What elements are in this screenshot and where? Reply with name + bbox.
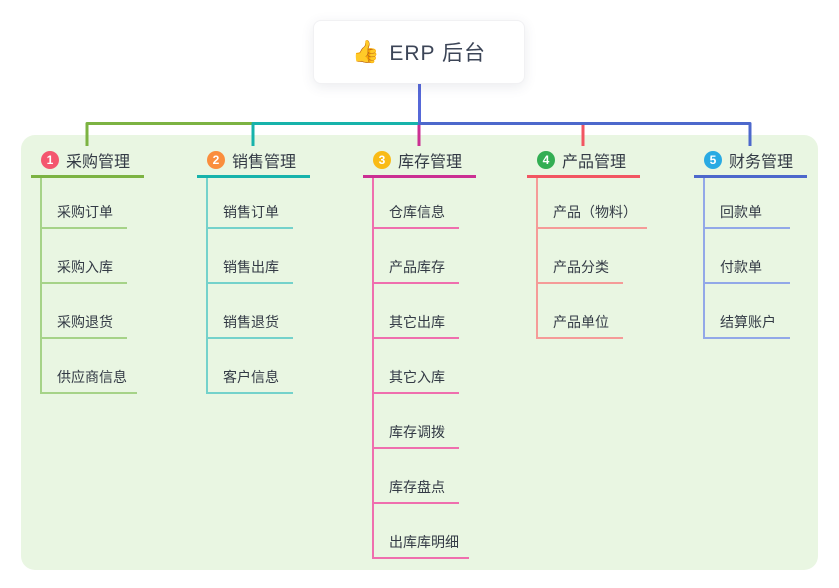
child-node[interactable]: 客户信息 bbox=[206, 367, 293, 394]
child-node[interactable]: 销售退货 bbox=[206, 312, 293, 339]
branch-node-3[interactable]: 3 库存管理 bbox=[363, 144, 476, 178]
child-node[interactable]: 产品单位 bbox=[536, 312, 623, 339]
branch-label: 产品管理 bbox=[562, 153, 627, 171]
branch-label: 库存管理 bbox=[398, 153, 463, 171]
root-node[interactable]: 👍 ERP 后台 bbox=[313, 20, 525, 84]
branch-label: 销售管理 bbox=[232, 153, 297, 171]
branch-child-connector bbox=[536, 178, 538, 339]
branch-number-badge: 4 bbox=[537, 150, 555, 169]
child-node[interactable]: 库存调拨 bbox=[372, 422, 459, 449]
branch-child-connector bbox=[206, 178, 208, 394]
child-node[interactable]: 回款单 bbox=[703, 202, 790, 229]
branch-node-1[interactable]: 1 采购管理 bbox=[31, 144, 144, 178]
branch-number-badge: 2 bbox=[207, 150, 225, 169]
child-node[interactable]: 销售订单 bbox=[206, 202, 293, 229]
branch-node-4[interactable]: 4 产品管理 bbox=[527, 144, 640, 178]
branch-node-2[interactable]: 2 销售管理 bbox=[197, 144, 310, 178]
child-node[interactable]: 采购退货 bbox=[40, 312, 127, 339]
branch-label: 财务管理 bbox=[729, 153, 794, 171]
child-node[interactable]: 供应商信息 bbox=[40, 367, 137, 394]
child-node[interactable]: 产品库存 bbox=[372, 257, 459, 284]
child-node[interactable]: 结算账户 bbox=[703, 312, 790, 339]
child-node[interactable]: 其它入库 bbox=[372, 367, 459, 394]
child-node[interactable]: 库存盘点 bbox=[372, 477, 459, 504]
child-node[interactable]: 采购订单 bbox=[40, 202, 127, 229]
branch-node-5[interactable]: 5 财务管理 bbox=[694, 144, 807, 178]
child-node[interactable]: 产品（物料） bbox=[536, 202, 647, 229]
branch-number-badge: 3 bbox=[373, 150, 391, 169]
branch-label: 采购管理 bbox=[66, 153, 131, 171]
branch-child-connector bbox=[40, 178, 42, 394]
child-node[interactable]: 仓库信息 bbox=[372, 202, 459, 229]
child-node[interactable]: 付款单 bbox=[703, 257, 790, 284]
mindmap-panel bbox=[21, 135, 818, 570]
child-node[interactable]: 出库库明细 bbox=[372, 532, 469, 559]
child-node[interactable]: 其它出库 bbox=[372, 312, 459, 339]
root-node-label: ERP 后台 bbox=[389, 42, 487, 65]
branch-number-badge: 5 bbox=[704, 150, 722, 169]
child-node[interactable]: 销售出库 bbox=[206, 257, 293, 284]
branch-number-badge: 1 bbox=[41, 150, 59, 169]
branch-child-connector bbox=[703, 178, 705, 339]
child-node[interactable]: 产品分类 bbox=[536, 257, 623, 284]
child-node[interactable]: 采购入库 bbox=[40, 257, 127, 284]
branch-child-connector bbox=[372, 178, 374, 559]
thumbs-up-icon: 👍 bbox=[351, 39, 380, 64]
